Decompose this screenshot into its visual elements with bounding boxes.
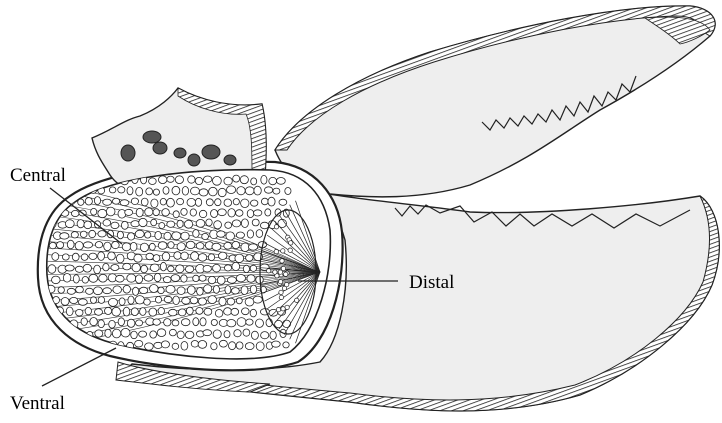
distal-label: Distal <box>409 273 454 292</box>
muscle-bulb <box>45 170 330 359</box>
upper-finger <box>275 6 715 197</box>
central-label: Central <box>10 166 66 185</box>
ventral-leader-line <box>42 348 116 386</box>
ventral-label: Ventral <box>10 394 65 413</box>
